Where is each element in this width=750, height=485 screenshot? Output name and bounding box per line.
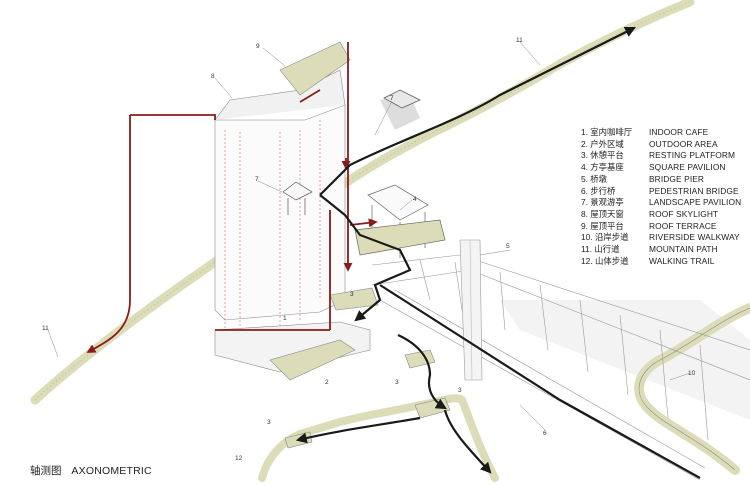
legend-item: 7. 景观游亭 LANDSCAPE PAVILION (581, 197, 741, 209)
callout-10: 10 (688, 370, 696, 377)
legend-item-cn: 8. 屋顶天窗 (581, 208, 624, 219)
pedestrian-bridge (371, 239, 750, 481)
black-circulation-route (295, 27, 701, 479)
legend-item-cn: 5. 桥墩 (581, 173, 608, 184)
callout-labels: 1 2 3 3 3 3 4 5 6 7 7 8 9 10 11 11 12 (42, 37, 696, 462)
riverside-walkway (634, 303, 750, 475)
callout-3a: 3 (395, 379, 399, 386)
legend-item: 12. 山体步道 WALKING TRAIL (581, 256, 741, 268)
legend-item: 6. 步行桥 PEDESTRIAN BRIDGE (581, 186, 741, 198)
legend-item-cn: 9. 屋顶平台 (581, 220, 624, 231)
main-building (214, 41, 371, 381)
callout-11a: 11 (516, 37, 523, 44)
legend-item-en: RESTING PLATFORM (649, 150, 736, 161)
callout-8: 8 (211, 73, 215, 80)
callout-12: 12 (235, 455, 243, 462)
callout-6: 6 (543, 430, 547, 437)
callout-3d: 3 (350, 291, 354, 298)
legend-item-cn: 11. 山行道 (581, 244, 620, 255)
red-circulation-route (86, 42, 378, 353)
legend-item-en: BRIDGE PIER (649, 173, 705, 184)
drawing-caption: 轴测图 AXONOMETRIC (30, 463, 152, 478)
square-pavilion (354, 184, 446, 258)
legend-item-en: ROOF TERRACE (649, 220, 717, 231)
callout-5: 5 (506, 243, 510, 250)
legend-item-en: INDOOR CAFE (649, 127, 709, 137)
callout-4: 4 (413, 196, 417, 203)
legend-item: 4. 方亭基座 SQUARE PAVILION (581, 162, 741, 174)
legend-item-cn: 2. 户外区域 (581, 138, 624, 149)
legend-item-en: PEDESTRIAN BRIDGE (649, 185, 739, 196)
callout-3b: 3 (458, 387, 462, 394)
callout-1: 1 (283, 315, 287, 322)
legend-item: 10. 沿岸步道 RIVERSIDE WALKWAY (581, 232, 741, 244)
mountain-path (30, 0, 695, 405)
landscape-pavilion (282, 89, 421, 215)
legend-item: 11. 山行道 MOUNTAIN PATH (581, 244, 741, 256)
callout-3c: 3 (267, 419, 271, 426)
callout-11b: 11 (42, 325, 49, 332)
legend-item: 2. 户外区域 OUTDOOR AREA (581, 139, 741, 151)
legend-item: 5. 桥墩 BRIDGE PIER (581, 174, 741, 186)
legend-item-cn: 12. 山体步道 (581, 255, 629, 266)
legend-item-en: OUTDOOR AREA (649, 138, 718, 149)
callout-2: 2 (325, 379, 329, 386)
legend-item-cn: 3. 休憩平台 (581, 150, 624, 161)
legend-item-en: SQUARE PAVILION (649, 162, 726, 173)
legend-item: 3. 休憩平台 RESTING PLATFORM (581, 150, 741, 162)
caption-cn: 轴测图 (30, 465, 62, 477)
callout-7b: 7 (255, 176, 259, 183)
legend-item: 9. 屋顶平台 ROOF TERRACE (581, 221, 741, 233)
legend-item-en: WALKING TRAIL (649, 255, 715, 266)
legend-item-cn: 1. 室内咖啡厅 (581, 127, 633, 137)
callout-9: 9 (256, 43, 260, 50)
callout-7a: 7 (390, 95, 394, 102)
caption-en: AXONOMETRIC (71, 465, 152, 477)
legend-item-cn: 6. 步行桥 (581, 185, 616, 196)
legend-item-en: MOUNTAIN PATH (649, 244, 718, 255)
callout-leaders (47, 41, 691, 431)
legend-item-en: ROOF SKYLIGHT (649, 208, 719, 219)
legend-item-cn: 10. 沿岸步道 (581, 232, 629, 243)
legend-item-cn: 7. 景观游亭 (581, 197, 624, 208)
legend-item-en: RIVERSIDE WALKWAY (649, 232, 740, 243)
legend-item-en: LANDSCAPE PAVILION (649, 197, 742, 208)
legend-item-cn: 4. 方亭基座 (581, 162, 624, 173)
legend-item: 8. 屋顶天窗 ROOF SKYLIGHT (581, 209, 741, 221)
legend-item: 1. 室内咖啡厅 INDOOR CAFE (581, 127, 741, 139)
